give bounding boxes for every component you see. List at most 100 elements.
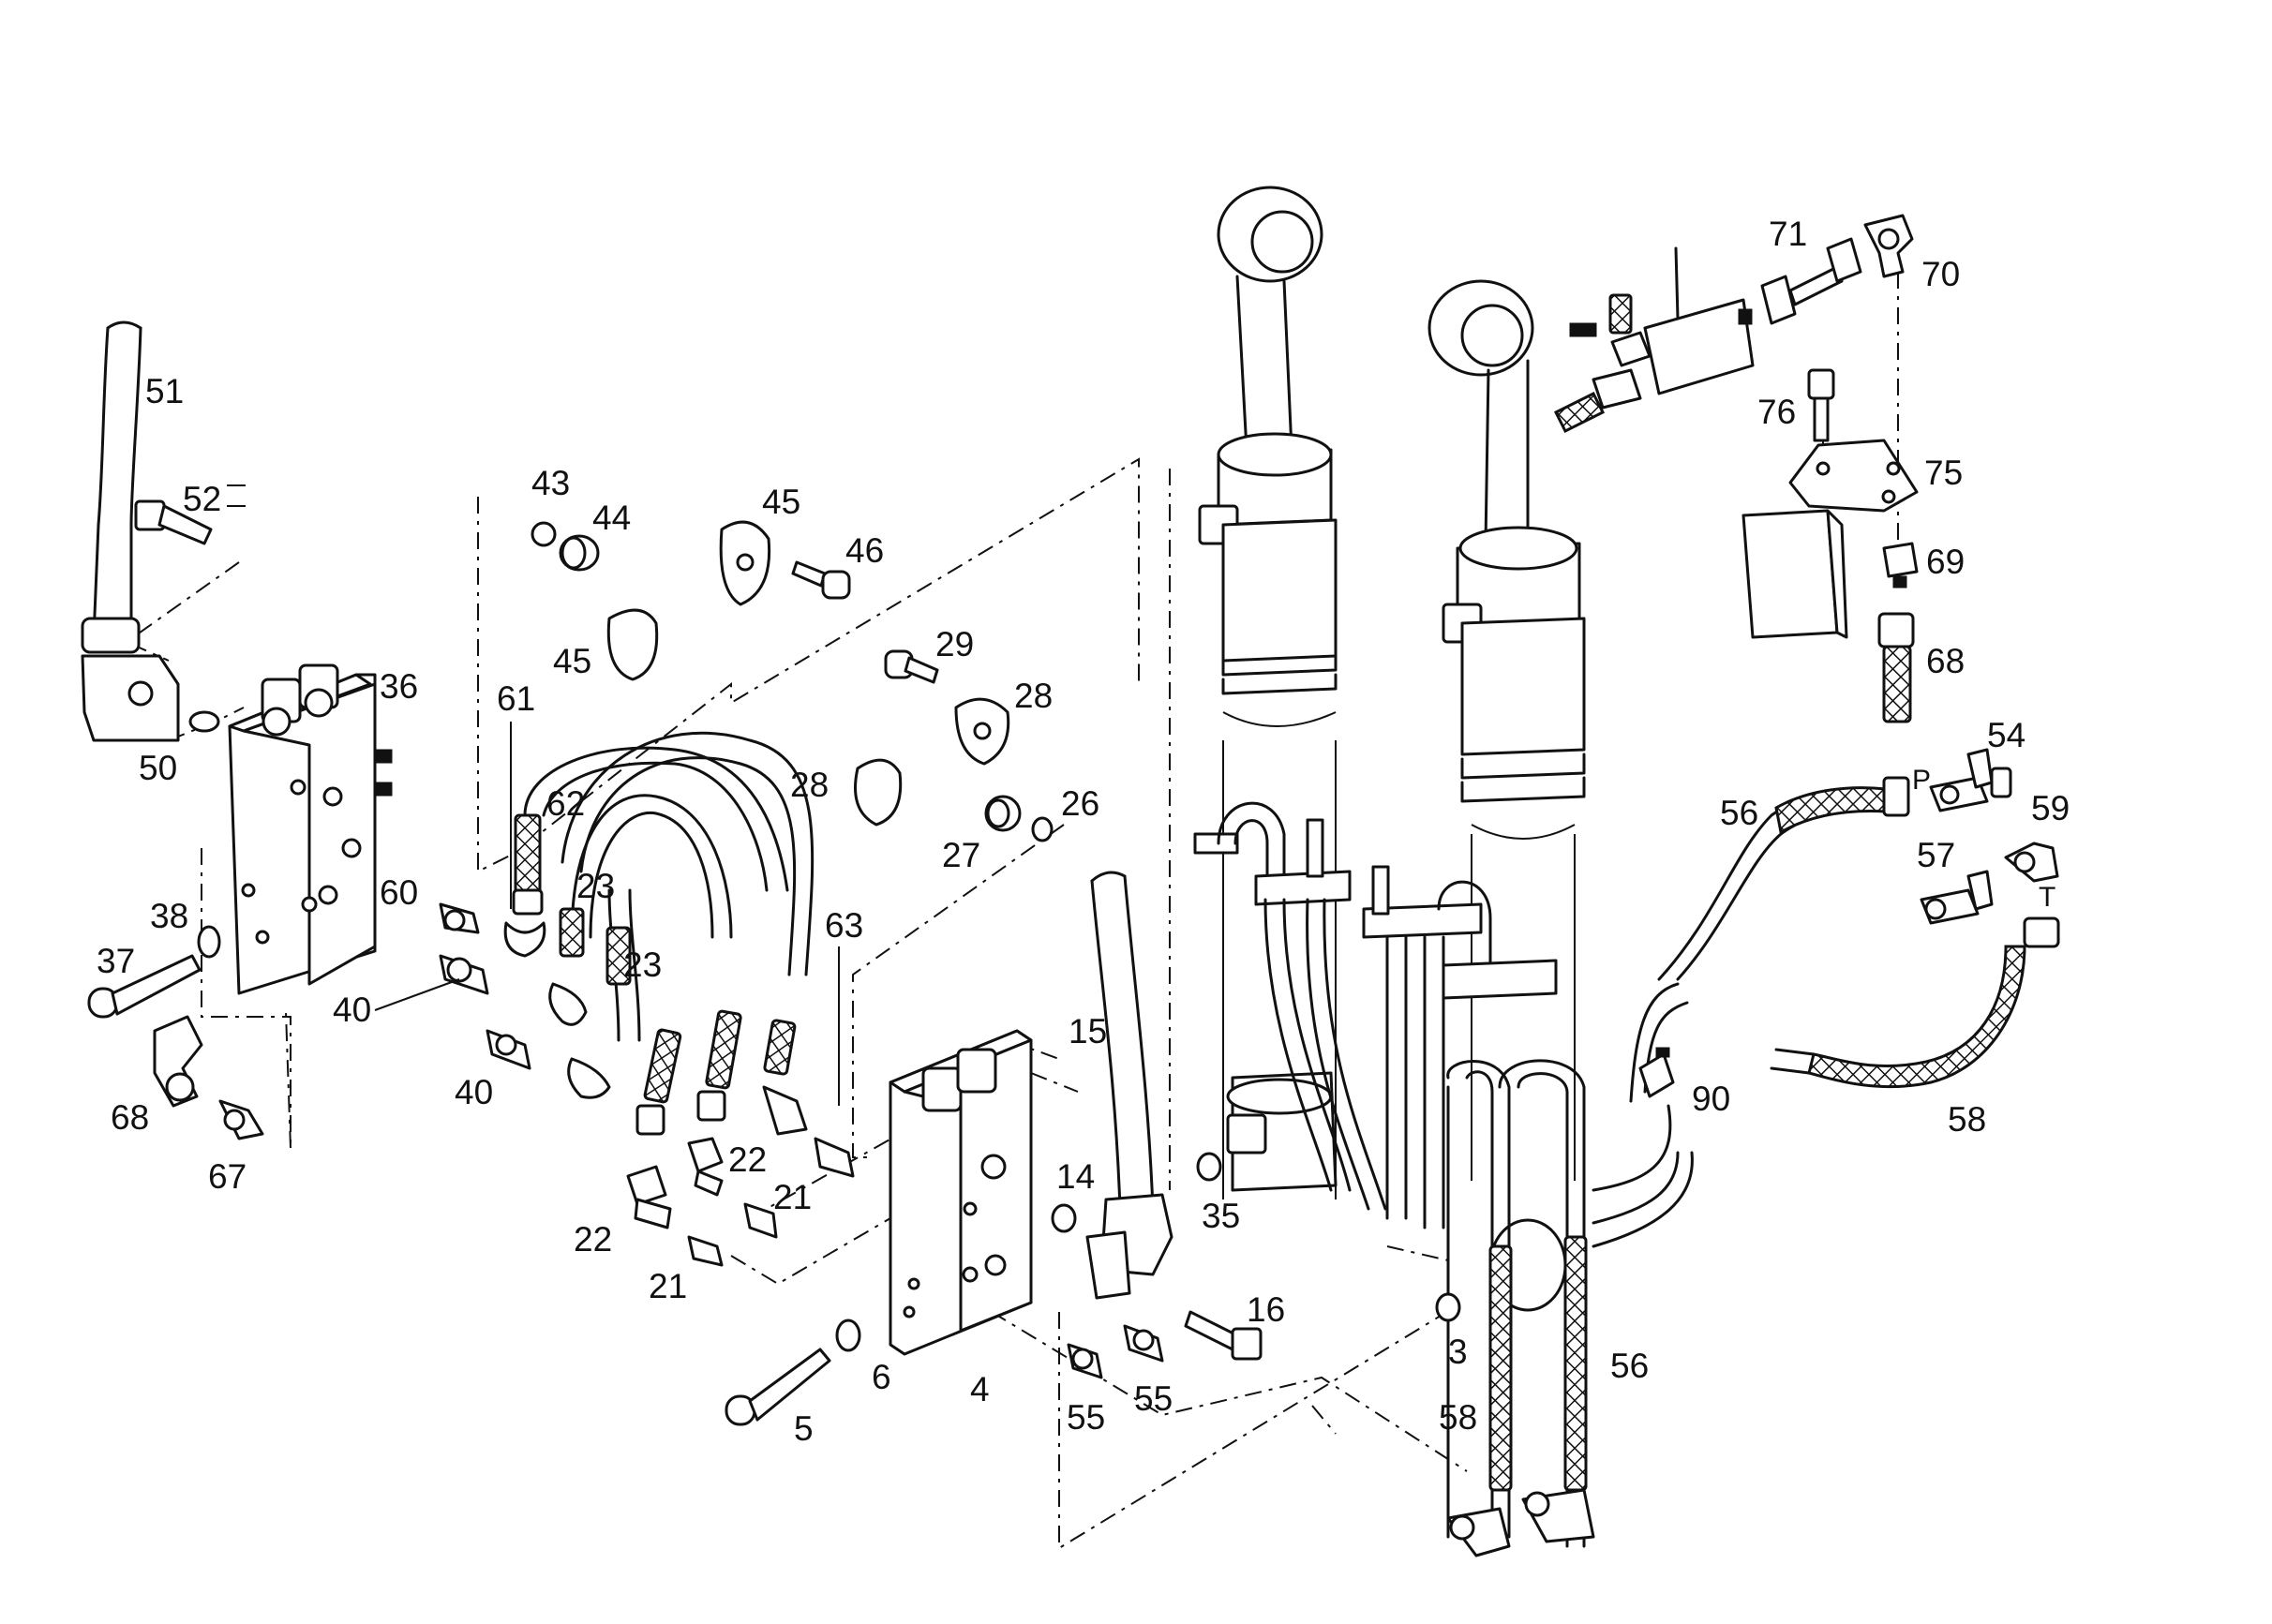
label-27: 27 — [942, 836, 980, 874]
hoses-56-58-lower — [1446, 1059, 1595, 1557]
label-21b: 21 — [649, 1267, 687, 1305]
bolt-76 — [1807, 368, 1835, 442]
pipe-15 — [1085, 871, 1173, 1300]
label-29: 29 — [935, 625, 974, 663]
tee-54 — [1929, 748, 2012, 812]
label-15: 15 — [1069, 1012, 1107, 1050]
elbow-68-left — [153, 1015, 203, 1108]
label-28b: 28 — [790, 766, 829, 804]
label-57: 57 — [1917, 836, 1955, 874]
label-26: 26 — [1061, 784, 1099, 823]
valve-assembly-71 — [1553, 237, 1862, 434]
label-62: 62 — [546, 784, 585, 823]
label-44: 44 — [592, 499, 631, 537]
fitting-60 — [439, 902, 480, 934]
label-50: 50 — [139, 749, 177, 787]
tee-57 — [1920, 870, 1994, 925]
label-4: 4 — [970, 1370, 990, 1408]
label-68b: 68 — [1926, 642, 1965, 680]
label-58b: 58 — [1948, 1100, 1986, 1139]
label-14: 14 — [1056, 1157, 1095, 1196]
label-37: 37 — [97, 942, 135, 980]
label-76: 76 — [1757, 393, 1796, 431]
hose-brackets — [1193, 801, 1558, 1229]
label-T: T — [2039, 882, 2055, 913]
label-69: 69 — [1926, 543, 1965, 581]
oring-43 — [531, 521, 557, 547]
fitting-67 — [218, 1099, 264, 1140]
plate-75 — [1788, 439, 1919, 513]
label-22b: 22 — [574, 1220, 612, 1259]
hoses-23 — [523, 731, 815, 1136]
fitting-40-a — [439, 954, 489, 995]
washer-6 — [835, 1319, 861, 1352]
label-55b: 55 — [1134, 1379, 1173, 1418]
plug-27 — [984, 795, 1022, 832]
bolt-29 — [884, 649, 939, 684]
label-68a: 68 — [111, 1098, 149, 1137]
label-35: 35 — [1202, 1197, 1240, 1235]
control-block-36 — [228, 663, 393, 995]
bolt-46 — [791, 560, 851, 600]
label-56a: 56 — [1610, 1347, 1649, 1385]
flange-28-a — [954, 697, 1010, 766]
oring-3 — [1435, 1292, 1461, 1322]
label-5: 5 — [794, 1409, 814, 1448]
hose-56-upper — [1657, 776, 1910, 981]
fitting-40-b — [486, 1029, 531, 1070]
hose-62 — [503, 813, 546, 958]
oring-50 — [188, 710, 220, 733]
label-56b: 56 — [1720, 794, 1758, 832]
cylinder-right — [1427, 279, 1586, 1312]
label-43: 43 — [531, 464, 570, 502]
flange-45-b — [606, 608, 659, 681]
label-51: 51 — [145, 372, 184, 410]
label-55a: 55 — [1067, 1398, 1105, 1437]
label-75: 75 — [1924, 454, 1963, 492]
label-59: 59 — [2031, 789, 2070, 827]
elbow-59 — [2004, 842, 2059, 883]
label-40a: 40 — [333, 991, 371, 1029]
oring-35 — [1196, 1152, 1222, 1182]
bolt-37 — [87, 954, 202, 1019]
hose-58-right — [1770, 916, 2060, 1089]
label-40b: 40 — [455, 1073, 493, 1111]
label-90: 90 — [1692, 1080, 1730, 1118]
label-58a: 58 — [1439, 1398, 1477, 1437]
label-3: 3 — [1448, 1333, 1468, 1371]
label-67: 67 — [208, 1157, 247, 1196]
fittings-22-21 — [626, 1137, 855, 1267]
bolt-52 — [134, 499, 213, 545]
label-38: 38 — [150, 897, 188, 935]
bolt-16 — [1184, 1310, 1263, 1361]
tubes-90 — [1592, 982, 1694, 1248]
flange-45-a — [719, 520, 771, 606]
label-28a: 28 — [1014, 677, 1053, 715]
label-21a: 21 — [773, 1178, 812, 1216]
oring-26 — [1031, 816, 1054, 842]
cylinder-left — [1198, 186, 1338, 1199]
label-71: 71 — [1769, 215, 1807, 253]
label-6: 6 — [872, 1358, 891, 1396]
fittings-55 — [1067, 1324, 1164, 1379]
plug-44 — [559, 534, 600, 572]
washer-38 — [197, 925, 221, 959]
oring-14 — [1051, 1203, 1077, 1233]
control-block-4 — [889, 1029, 1033, 1356]
pipe-51 — [81, 320, 180, 742]
label-23a: 23 — [576, 867, 615, 905]
label-45b: 45 — [553, 642, 591, 680]
label-23b: 23 — [623, 946, 662, 984]
label-63: 63 — [825, 906, 863, 945]
bolt-5 — [725, 1348, 831, 1426]
manifold-block — [1741, 509, 1848, 639]
label-52: 52 — [183, 480, 221, 518]
elbow-70 — [1863, 214, 1914, 278]
label-60: 60 — [380, 873, 418, 912]
label-45a: 45 — [762, 483, 800, 521]
flange-28-b — [854, 758, 903, 827]
hose-68-right — [1877, 612, 1915, 723]
label-70: 70 — [1921, 255, 1960, 293]
part-labels: 51 52 50 36 43 44 45 46 45 29 28 28 27 2… — [97, 215, 2070, 1448]
